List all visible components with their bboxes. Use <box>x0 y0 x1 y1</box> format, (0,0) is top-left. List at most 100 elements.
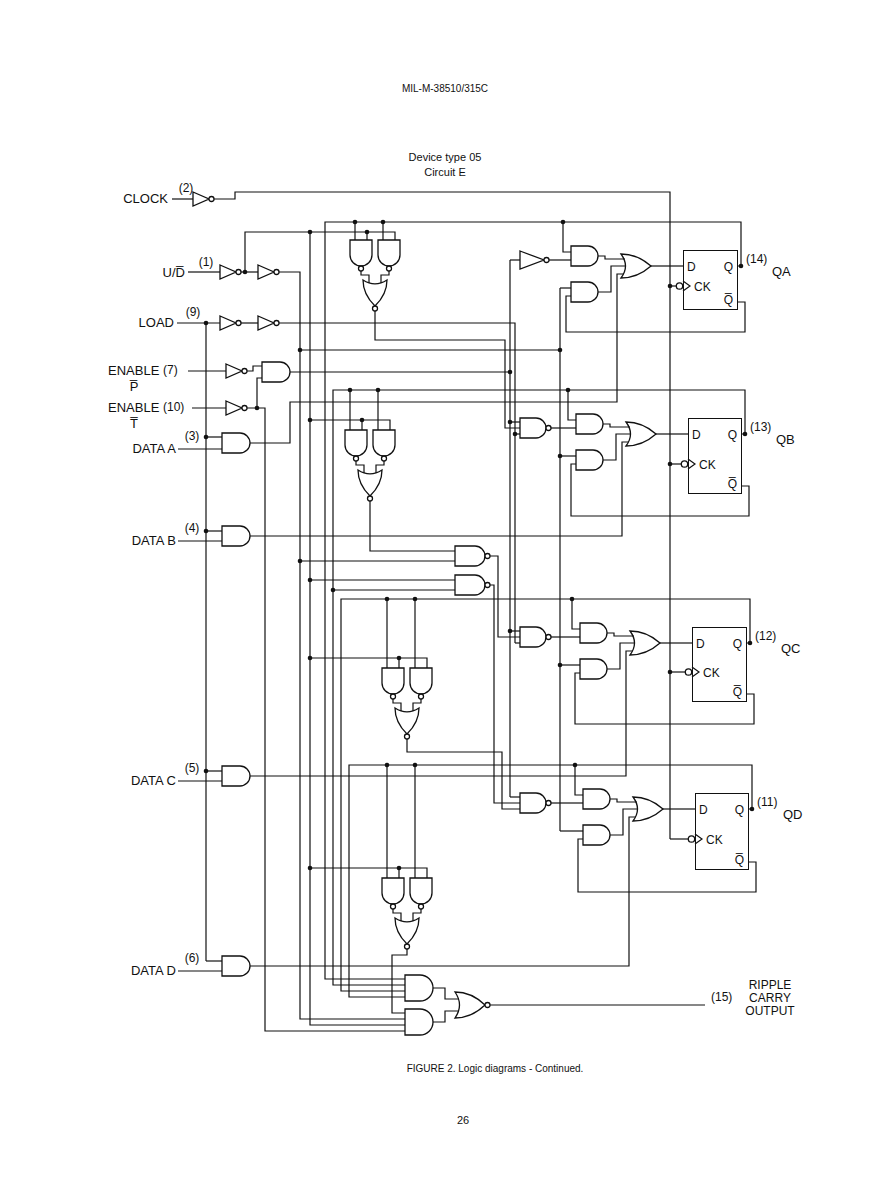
junction-dot <box>508 420 513 425</box>
inv-gate <box>520 251 549 269</box>
wire <box>188 271 220 272</box>
junction-dot <box>385 763 390 768</box>
wire <box>178 540 222 541</box>
clock-bubble <box>685 669 691 675</box>
inversion-bubble <box>242 369 247 374</box>
pin-name: D <box>696 637 705 651</box>
wire <box>205 323 206 961</box>
wire <box>172 198 193 199</box>
wire <box>509 260 510 797</box>
inversion-bubble <box>485 554 490 559</box>
and-gate-body <box>378 240 400 266</box>
and-gate-body <box>350 240 372 266</box>
junction-dot <box>508 629 513 634</box>
junction-dot <box>308 418 313 423</box>
or-gate-body <box>630 631 660 655</box>
wire <box>610 809 637 835</box>
or-gate-body <box>358 470 382 496</box>
and-gate-body <box>410 878 432 904</box>
wire <box>290 371 510 372</box>
wire <box>407 739 520 809</box>
pin-name: Q <box>724 260 733 274</box>
junction-dot <box>397 866 402 871</box>
or-gate-body <box>395 918 419 944</box>
and-gate-body <box>410 668 432 694</box>
inversion-bubble <box>236 321 241 326</box>
wire <box>382 222 383 240</box>
wire <box>354 222 355 240</box>
inv-gate <box>258 265 279 279</box>
wire <box>386 765 387 878</box>
and-gate <box>520 627 551 647</box>
inversion-bubble <box>209 197 214 202</box>
junction-dot <box>308 866 313 871</box>
and-gate-body <box>583 825 610 845</box>
and-gate <box>405 1009 433 1035</box>
and-gate <box>222 433 250 453</box>
pin-name: CK <box>706 833 723 847</box>
clock-triangle <box>688 459 695 469</box>
wire <box>333 390 745 985</box>
and-gate <box>410 878 432 909</box>
wire <box>300 349 560 350</box>
wire <box>178 448 222 449</box>
wire <box>515 642 520 643</box>
pin-number: (12) <box>755 630 776 643</box>
logic-wiring <box>172 192 756 1035</box>
pin-number: (2) <box>179 182 194 195</box>
circuit-name: Circuit E <box>424 166 466 178</box>
pin-name: CK <box>699 458 716 472</box>
signal-name: DATA C <box>131 774 176 788</box>
wire <box>607 643 634 669</box>
or-gate <box>395 708 419 739</box>
and-gate-body <box>571 282 598 302</box>
junction-dot <box>365 230 370 235</box>
wire <box>551 636 580 637</box>
or-gate-body <box>455 992 485 1018</box>
inversion-bubble <box>485 1003 490 1008</box>
and-gate <box>222 956 250 976</box>
junction-dot <box>750 807 755 812</box>
wire <box>510 796 520 797</box>
wire <box>241 322 258 323</box>
wire <box>551 427 576 428</box>
wire <box>250 274 625 443</box>
inversion-bubble <box>544 258 549 263</box>
and-gate-body <box>222 766 250 786</box>
inversion-bubble <box>373 306 378 311</box>
wire <box>247 366 262 371</box>
junction-dot <box>298 559 303 564</box>
wire <box>603 424 630 427</box>
wire <box>433 1011 459 1022</box>
inversion-bubble <box>419 904 424 909</box>
junction-dot <box>558 663 563 668</box>
pin-name: Q̅ <box>733 685 742 699</box>
wire <box>560 664 580 665</box>
and-gate-body <box>222 526 250 546</box>
pin-number: (6) <box>185 952 200 965</box>
wire <box>370 501 455 551</box>
wire <box>598 266 625 292</box>
and-gate-body <box>382 668 404 694</box>
output-name: QA <box>772 265 791 279</box>
and-gate-body <box>373 430 395 456</box>
inv-gate <box>226 401 247 415</box>
inv-gate <box>226 364 247 378</box>
or-gate <box>455 992 490 1018</box>
wire <box>349 765 752 997</box>
wire <box>279 272 405 1019</box>
junction-dot <box>558 348 563 353</box>
and-gate-body <box>576 414 603 434</box>
and-gate <box>583 825 610 845</box>
junction-dot <box>570 597 575 602</box>
and-gate-body <box>455 546 485 566</box>
inversion-bubble <box>368 496 373 501</box>
figure-caption: FIGURE 2. Logic diagrams - Continued. <box>407 1063 584 1074</box>
and-gate <box>580 623 607 643</box>
wire <box>414 765 415 878</box>
and-gate-body <box>222 433 250 453</box>
output-name: QB <box>776 433 795 447</box>
wire <box>433 988 459 999</box>
inv-gate-body <box>220 265 236 279</box>
and-gate <box>382 668 404 699</box>
